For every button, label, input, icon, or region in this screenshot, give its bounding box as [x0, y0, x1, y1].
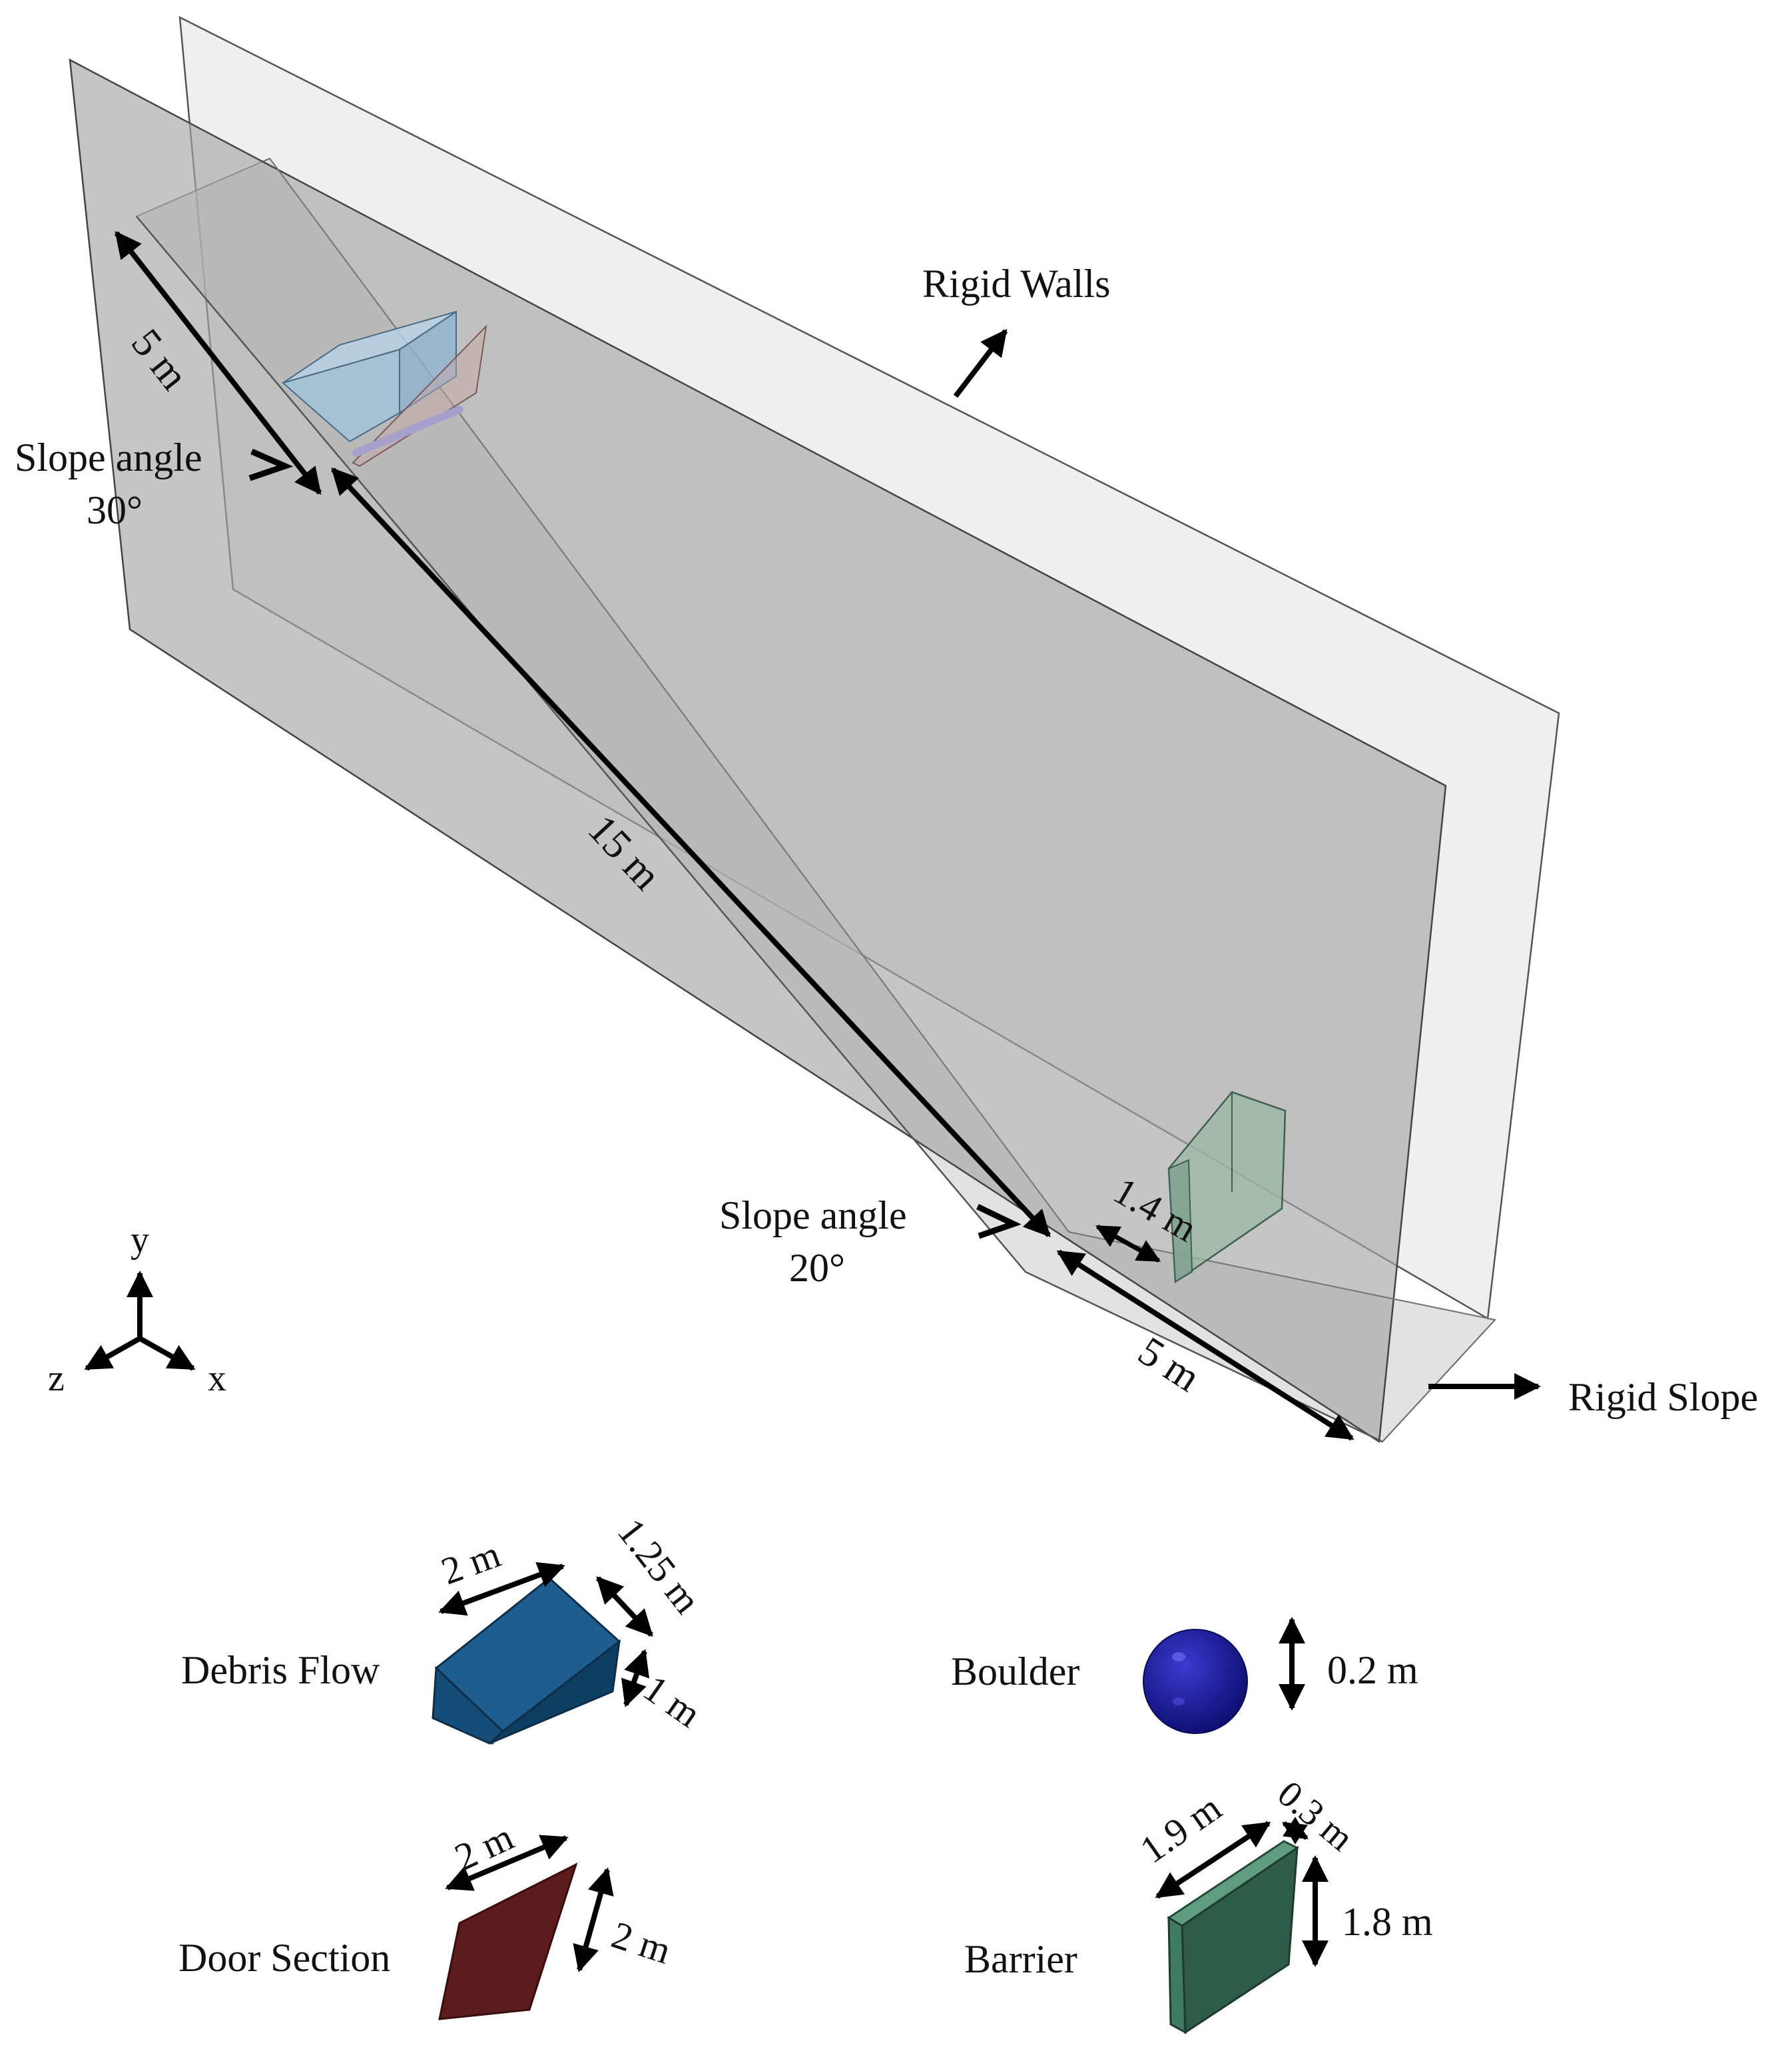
door-section-width-label: 2 m	[448, 1815, 520, 1879]
debris-flow-height-label: 1 m	[636, 1666, 709, 1735]
barrier-height-label: 1.8 m	[1342, 1900, 1433, 1944]
boulder-diameter-label: 0.2 m	[1327, 1648, 1418, 1692]
coordinate-axes	[84, 1271, 196, 1371]
dimension-arrow-upper	[114, 230, 322, 495]
debris-flow-height-arrow	[621, 1649, 649, 1707]
axis-x-label: x	[208, 1358, 226, 1399]
door-section-width-arrow	[445, 1835, 569, 1891]
slope-angle-upper-value: 30°	[87, 488, 143, 532]
debris-flow-label: Debris Flow	[181, 1648, 380, 1692]
boulder-label: Boulder	[951, 1649, 1079, 1693]
rigid-walls-pointer	[953, 328, 1008, 398]
rigid-walls-label: Rigid Walls	[922, 262, 1110, 306]
barrier-label: Barrier	[964, 1937, 1077, 1981]
dimension-arrow-lower	[1056, 1249, 1354, 1441]
dimension-arrow-mid	[331, 467, 1051, 1237]
barrier-thickness-arrow	[1282, 1817, 1309, 1845]
axis-y-label: y	[131, 1219, 149, 1261]
door-section-component	[438, 1863, 578, 2020]
debris-flow-component	[432, 1577, 621, 1745]
dimension-arrow-barrier-gap	[1095, 1224, 1161, 1263]
debris-flow-width-arrow	[596, 1576, 653, 1637]
barrier-length-arrow	[1155, 1821, 1271, 1899]
boulder-sphere	[1143, 1629, 1248, 1734]
angle-mark-upper	[248, 448, 294, 481]
door-section-height-label: 2 m	[607, 1913, 676, 1972]
slope-angle-lower-value: 20°	[789, 1246, 845, 1290]
debris-flow-length-arrow	[438, 1562, 565, 1616]
barrier-component	[1167, 1840, 1299, 2034]
slope-angle-lower-label: Slope angle	[719, 1193, 907, 1237]
debris-flow-model	[281, 310, 487, 467]
rigid-slope-label: Rigid Slope	[1568, 1375, 1758, 1419]
door-section-height-arrow	[573, 1867, 614, 1972]
door-section-label: Door Section	[178, 1936, 390, 1980]
slope-angle-upper-label: Slope angle	[15, 436, 202, 479]
axis-z-label: z	[48, 1358, 65, 1399]
angle-mark-lower	[976, 1203, 1022, 1239]
debris-flow-length-label: 2 m	[436, 1532, 506, 1593]
